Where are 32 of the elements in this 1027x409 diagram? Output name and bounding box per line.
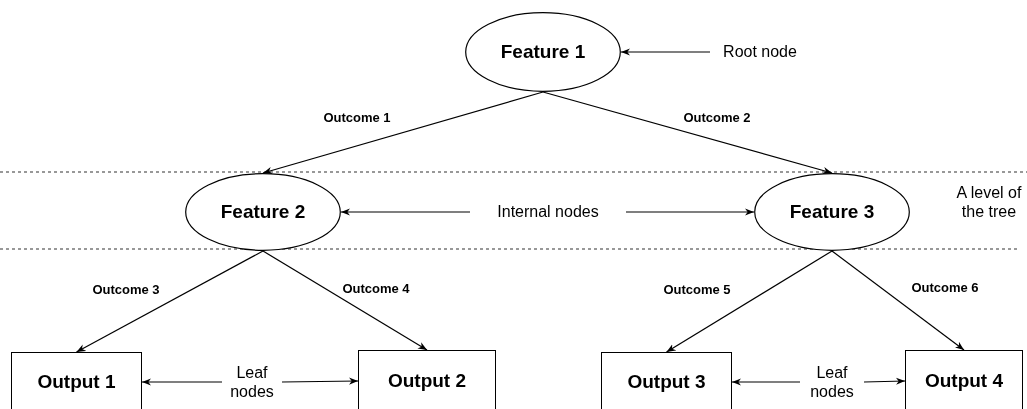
arrow bbox=[625, 208, 755, 216]
arrow bbox=[75, 250, 264, 353]
decision-node-ellipse bbox=[465, 12, 621, 92]
leaf-node-box bbox=[905, 350, 1023, 409]
node-label: Output 4 bbox=[924, 370, 1004, 392]
arrow bbox=[831, 250, 965, 351]
arrow bbox=[863, 377, 906, 385]
node-label: Feature 1 bbox=[500, 41, 586, 63]
arrow bbox=[262, 91, 544, 174]
arrow bbox=[141, 378, 223, 386]
decision-node-ellipse bbox=[754, 173, 910, 251]
leaf-node-box bbox=[601, 352, 732, 409]
node-label: Feature 2 bbox=[220, 201, 306, 223]
arrow bbox=[542, 91, 833, 175]
annotation-text: Internal nodes bbox=[497, 202, 599, 222]
node-label: Output 3 bbox=[627, 371, 706, 393]
decision-node-ellipse bbox=[185, 173, 341, 251]
arrow bbox=[262, 250, 428, 351]
node-label: Output 2 bbox=[387, 370, 467, 392]
leaf-node-box bbox=[358, 350, 496, 409]
arrow bbox=[340, 208, 471, 216]
arrow bbox=[281, 377, 359, 385]
arrow bbox=[620, 48, 711, 56]
node-label: Output 1 bbox=[37, 371, 116, 393]
leaf-node-box bbox=[11, 352, 142, 409]
arrow bbox=[665, 250, 833, 353]
arrow bbox=[731, 378, 801, 386]
annotation-text: Root node bbox=[723, 42, 797, 62]
level-note: A level of the tree bbox=[955, 183, 1023, 222]
annotation-text: Leaf nodes bbox=[229, 362, 275, 402]
annotation-text: Leaf nodes bbox=[809, 362, 855, 402]
node-label: Feature 3 bbox=[789, 201, 875, 223]
